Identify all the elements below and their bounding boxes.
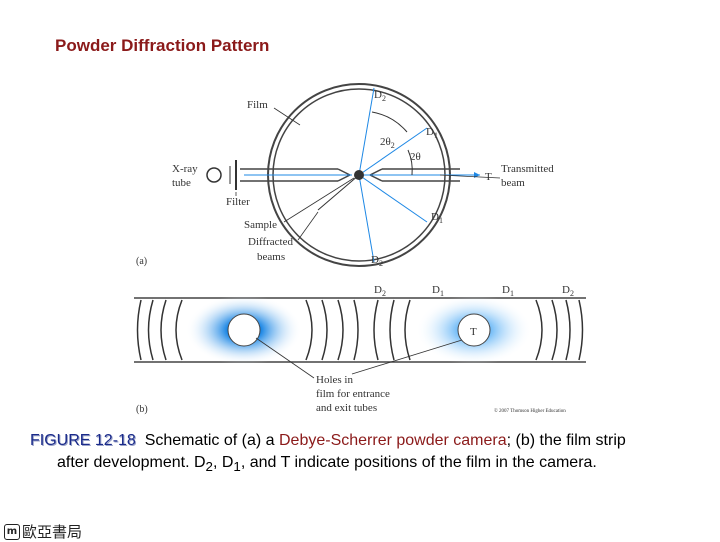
label-t-strip: T xyxy=(470,326,477,338)
label-d2-bottom: D2 xyxy=(371,254,383,268)
sample xyxy=(354,170,364,180)
xray-tube xyxy=(206,167,222,183)
label-beams: beams xyxy=(257,251,285,263)
publisher-mark-icon: m xyxy=(4,523,20,540)
film-strip-diagram: T D2 D1 D1 D2 Holes in film for entrance… xyxy=(134,284,586,415)
camera-diagram: Film X-ray tube Filter Sample Diffracted… xyxy=(136,83,554,268)
diffraction-lines xyxy=(136,299,584,361)
entrance-tube xyxy=(240,168,352,182)
strip-label-d1-left: D1 xyxy=(432,284,444,298)
caption-line-2: after development. D2, D1, and T indicat… xyxy=(57,454,597,475)
caption-text-2: ; (b) the film strip xyxy=(506,432,626,449)
label-holes-1: Holes in xyxy=(316,374,353,386)
figure-number: FIGURE 12-18 xyxy=(30,432,136,449)
copyright-note: © 2007 Thomson Higher Education xyxy=(494,408,566,414)
label-t: T xyxy=(485,171,492,183)
publisher-logo: m 歐亞書局 xyxy=(4,521,82,542)
angle-arc-2theta xyxy=(407,149,413,176)
figure-caption: FIGURE 12-18 Schematic of (a) a Debye-Sc… xyxy=(30,430,710,478)
diffracted-beams xyxy=(317,87,428,263)
exit-hole xyxy=(457,313,491,347)
label-filter: Filter xyxy=(226,196,250,208)
slide-title: Powder Diffraction Pattern xyxy=(55,36,270,55)
label-holes-2: film for entrance xyxy=(316,388,390,400)
entrance-hole xyxy=(227,313,261,347)
label-holes-3: and exit tubes xyxy=(316,402,377,414)
label-beam: beam xyxy=(501,177,525,189)
label-transmitted: Transmitted xyxy=(501,163,554,175)
label-2theta: 2θ xyxy=(410,151,421,163)
angle-arc-2theta2 xyxy=(371,111,408,133)
panel-label-b: (b) xyxy=(136,404,148,415)
label-diffracted: Diffracted xyxy=(248,236,293,248)
exit-tube xyxy=(362,168,480,182)
strip-label-d2-right: D2 xyxy=(562,284,574,298)
publisher-name: 歐亞書局 xyxy=(22,523,83,541)
label-d1-top: D1 xyxy=(426,126,438,140)
label-d2-top: D2 xyxy=(374,89,386,103)
label-xray: X-ray xyxy=(172,163,198,175)
filter xyxy=(229,160,237,190)
diffraction-figure: Film X-ray tube Filter Sample Diffracted… xyxy=(134,83,586,415)
label-sample: Sample xyxy=(244,219,277,231)
label-2theta2: 2θ2 xyxy=(380,136,395,150)
leader-lines xyxy=(235,107,501,241)
strip-label-d1-right: D1 xyxy=(502,284,514,298)
strip-label-d2-left: D2 xyxy=(374,284,386,298)
holes-leader-lines xyxy=(255,337,463,379)
panel-label-a: (a) xyxy=(136,256,147,267)
label-film: Film xyxy=(247,99,268,111)
caption-highlight: Debye-Scherrer powder camera xyxy=(278,432,507,449)
label-tube: tube xyxy=(172,177,191,189)
label-d1-bottom: D1 xyxy=(431,211,443,225)
caption-text-1: Schematic of (a) a xyxy=(144,432,279,449)
